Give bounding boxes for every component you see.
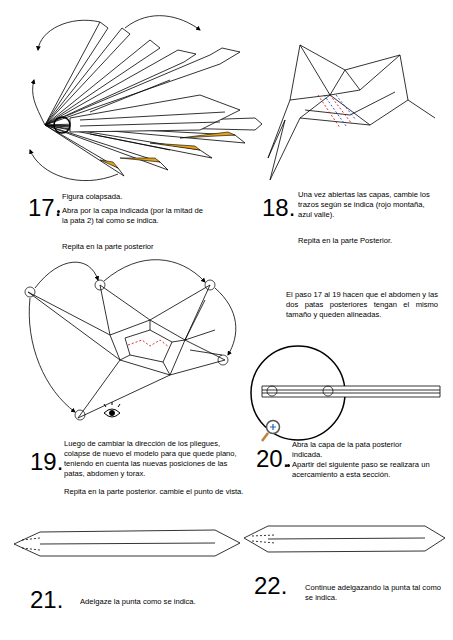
instruction-text: Abra por la capa indicada (por la mitad … (62, 206, 207, 226)
step19-arrows (29, 260, 236, 412)
step17-marker (54, 117, 70, 133)
step-number: 22. (254, 574, 294, 598)
step20-markers (267, 386, 333, 396)
instruction-text: Adelgaze la punta como se indica. (80, 597, 240, 607)
instruction-text: Luego de cambiar la dirección de los pli… (64, 439, 240, 478)
step19-crease (128, 340, 170, 348)
instruction-text: Repita en la parte posterior (62, 242, 212, 252)
step21-leg (14, 530, 240, 556)
magnifier-symbol (262, 421, 280, 442)
step17-arrows (30, 16, 200, 181)
step18-figure (268, 45, 435, 180)
step22-leg (244, 526, 445, 552)
step20-leg (262, 386, 440, 397)
instruction-text: Repita en la parte Posterior. (298, 236, 438, 246)
step-number: 21. (30, 588, 70, 612)
eye-symbol (104, 402, 120, 417)
step-number: 20. (256, 447, 290, 471)
step19-markers (25, 280, 228, 420)
step17-figure (45, 22, 262, 176)
note-text: El paso 17 al 19 hacen que el abdomen y … (286, 290, 438, 320)
step19-figure (28, 285, 225, 418)
instruction-text: Continue adelgazando la punta tal como s… (305, 583, 445, 603)
instruction-text: Figura colapsada. (62, 192, 212, 202)
step-number: 19. (30, 450, 64, 474)
instruction-text: Abra la capa de la pata posterior indica… (292, 440, 432, 460)
step18-crease-lines (318, 95, 356, 128)
instruction-text: Repita en la parte posterior. cambie el … (64, 487, 254, 497)
instruction-text: Una vez abiertas las capas, cambie los t… (298, 190, 438, 220)
step-number: 17. (28, 196, 58, 220)
step-number: 18. (262, 196, 296, 220)
instruction-text: Apartir del siguiente paso se realizara … (292, 460, 432, 480)
step17-flaps (100, 132, 235, 168)
